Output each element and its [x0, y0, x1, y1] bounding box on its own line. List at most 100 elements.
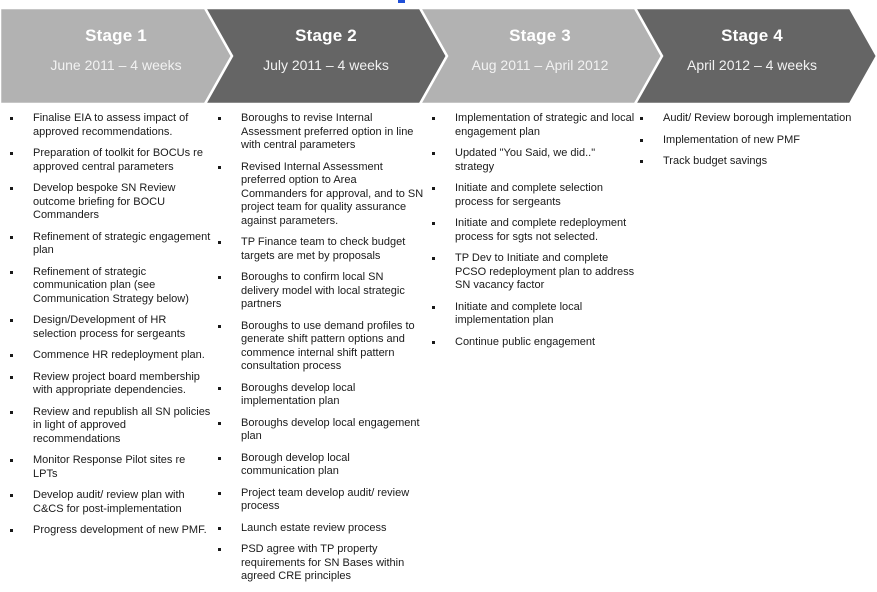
list-item: Progress development of new PMF. — [6, 524, 212, 538]
bullet-icon — [218, 526, 221, 530]
list-item: Revised Internal Assessment preferred op… — [214, 161, 424, 229]
list-item: Boroughs to confirm local SN delivery mo… — [214, 271, 424, 312]
list-item-text: Finalise EIA to assess impact of approve… — [33, 112, 189, 138]
bullet-icon — [218, 165, 221, 169]
list-item: Project team develop audit/ review proce… — [214, 487, 424, 514]
list-item: Initiate and complete selection process … — [428, 182, 636, 209]
bullet-icon — [10, 410, 13, 414]
list-item: Updated "You Said, we did.." strategy — [428, 147, 636, 174]
list-item-text: Boroughs develop local implementation pl… — [241, 381, 356, 408]
bullet-icon — [10, 354, 13, 357]
list-item-text: Launch estate review process — [241, 521, 387, 534]
list-item: Monitor Response Pilot sites re LPTs — [6, 454, 212, 481]
bullet-icon — [640, 138, 643, 142]
bullet-icon — [218, 324, 221, 328]
list-item: TP Dev to Initiate and complete PCSO red… — [428, 252, 636, 293]
list-item: Boroughs develop local engagement plan — [214, 417, 424, 444]
bullet-icon — [10, 270, 13, 274]
list-item: PSD agree with TP property requirements … — [214, 543, 424, 584]
stage-timeline-banner: Stage 1 June 2011 – 4 weeks Stage 2 July… — [0, 0, 877, 110]
list-item-text: Borough develop local communication plan — [241, 451, 350, 478]
stage1-activity-column: Finalise EIA to assess impact of approve… — [6, 112, 212, 546]
stage2-chevron-shape — [202, 6, 449, 106]
list-item: Boroughs to use demand profiles to gener… — [214, 320, 424, 374]
list-item: Refinement of strategic engagement plan — [6, 231, 212, 258]
list-item-text: Review project board membership with app… — [33, 370, 200, 397]
bullet-icon — [218, 491, 221, 495]
list-item-text: Initiate and complete local implementati… — [455, 300, 583, 327]
stage2-activity-list: Boroughs to revise Internal Assessment p… — [214, 112, 424, 584]
list-item: Develop audit/ review plan with C&CS for… — [6, 489, 212, 516]
bullet-icon — [10, 117, 13, 120]
list-item-text: Monitor Response Pilot sites re LPTs — [33, 454, 186, 480]
bullet-icon — [640, 117, 643, 120]
bullet-icon — [10, 494, 13, 497]
list-item-text: Initiate and complete redeployment proce… — [455, 217, 627, 243]
list-item-text: TP Finance team to check budget targets … — [241, 236, 406, 262]
stage3-activity-column: Implementation of strategic and local en… — [428, 112, 636, 357]
list-item-text: Preparation of toolkit for BOCUs re appr… — [33, 147, 203, 173]
list-item-text: Design/Development of HR selection proce… — [33, 314, 186, 340]
list-item: Review and republish all SN policies in … — [6, 406, 212, 447]
list-item-text: Implementation of strategic and local en… — [455, 112, 635, 138]
list-item-text: Review and republish all SN policies in … — [33, 405, 211, 445]
bullet-icon — [10, 319, 13, 322]
bullet-icon — [640, 160, 643, 163]
list-item: Continue public engagement — [428, 336, 636, 350]
list-item-text: Boroughs to confirm local SN delivery mo… — [241, 271, 405, 310]
list-item-text: PSD agree with TP property requirements … — [241, 543, 405, 582]
list-item: TP Finance team to check budget targets … — [214, 236, 424, 263]
list-item-text: Revised Internal Assessment preferred op… — [241, 160, 424, 227]
bullet-icon — [218, 386, 221, 390]
list-item-text: Initiate and complete selection process … — [455, 182, 603, 208]
list-item-text: Commence HR redeployment plan. — [33, 349, 205, 361]
bullet-icon — [432, 305, 435, 309]
list-item-text: Implementation of new PMF — [663, 133, 800, 146]
stage4-chevron-shape — [632, 6, 877, 106]
list-item-text: Audit/ Review borough implementation — [663, 112, 852, 124]
list-item-text: Develop audit/ review plan with C&CS for… — [33, 489, 185, 515]
list-item-text: Track budget savings — [663, 155, 768, 167]
bullet-icon — [432, 257, 435, 260]
bullet-icon — [10, 459, 13, 462]
bullet-icon — [432, 340, 435, 344]
chevron-graphic — [0, 6, 877, 106]
stage3-activity-list: Implementation of strategic and local en… — [428, 112, 636, 349]
artifact-mark — [398, 0, 405, 3]
list-item: Launch estate review process — [214, 522, 424, 536]
list-item-text: Updated "You Said, we did.." strategy — [455, 147, 596, 173]
list-item-text: Boroughs to use demand profiles to gener… — [241, 319, 415, 373]
list-item-text: Develop bespoke SN Review outcome briefi… — [33, 182, 176, 221]
bullet-icon — [218, 456, 221, 460]
list-item-text: Continue public engagement — [455, 335, 596, 348]
stage1-chevron-shape — [0, 6, 234, 106]
list-item: Boroughs develop local implementation pl… — [214, 382, 424, 409]
bullet-icon — [10, 375, 13, 379]
list-item: Audit/ Review borough implementation — [636, 112, 868, 126]
bullet-icon — [432, 222, 435, 225]
list-item: Implementation of strategic and local en… — [428, 112, 636, 139]
list-item: Track budget savings — [636, 155, 868, 169]
list-item-text: Refinement of strategic engagement plan — [33, 230, 211, 257]
list-item-text: Boroughs to revise Internal Assessment p… — [241, 112, 414, 151]
bullet-icon — [218, 276, 221, 279]
bullet-icon — [10, 152, 13, 155]
list-item: Review project board membership with app… — [6, 371, 212, 398]
stage2-activity-column: Boroughs to revise Internal Assessment p… — [214, 112, 424, 592]
bullet-icon — [432, 187, 435, 190]
bullet-icon — [432, 152, 435, 155]
list-item: Implementation of new PMF — [636, 134, 868, 148]
bullet-icon — [10, 529, 13, 532]
list-item-text: Progress development of new PMF. — [33, 524, 207, 536]
bullet-icon — [432, 117, 435, 120]
stage1-activity-list: Finalise EIA to assess impact of approve… — [6, 112, 212, 538]
list-item-text: Project team develop audit/ review proce… — [241, 486, 410, 513]
bullet-icon — [10, 235, 13, 239]
list-item: Preparation of toolkit for BOCUs re appr… — [6, 147, 212, 174]
stage3-chevron-shape — [417, 6, 664, 106]
list-item-text: Refinement of strategic communication pl… — [33, 265, 189, 305]
list-item: Initiate and complete local implementati… — [428, 301, 636, 328]
bullet-icon — [218, 117, 221, 120]
